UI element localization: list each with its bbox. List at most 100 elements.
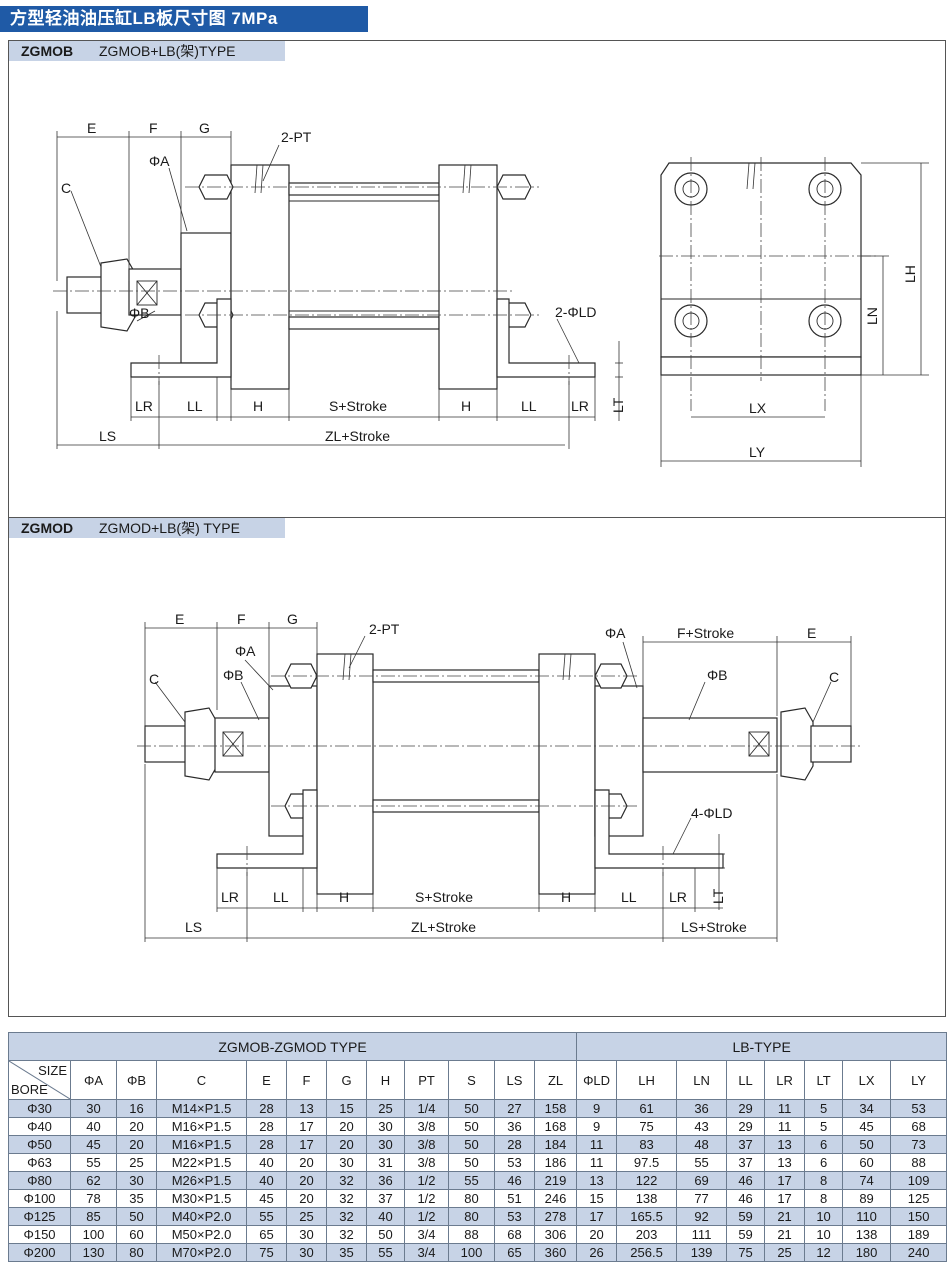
label-phi-a: ΦA <box>149 153 170 169</box>
label-phi-ld: 2-ΦLD <box>555 304 597 320</box>
label-g-left: G <box>287 611 298 627</box>
table-cell: 80 <box>448 1189 495 1208</box>
table-cell: 50 <box>448 1099 495 1118</box>
table-cell: 45 <box>70 1135 117 1154</box>
table-cell: M22×P1.5 <box>156 1153 247 1172</box>
table-cell: 15 <box>576 1189 618 1208</box>
table-cell: 1/2 <box>404 1189 449 1208</box>
col-header: ΦA <box>70 1060 117 1100</box>
bore-cell: Φ200 <box>8 1243 71 1262</box>
left-piston-rod <box>214 717 270 773</box>
table-cell: 11 <box>576 1153 618 1172</box>
table-cell: 13 <box>286 1099 327 1118</box>
group-header-zgmob-zgmod: ZGMOB-ZGMOD TYPE <box>7 1032 578 1061</box>
table-cell: M16×P1.5 <box>156 1135 247 1154</box>
table-cell: 75 <box>246 1243 287 1262</box>
table-cell: 12 <box>804 1243 844 1262</box>
table-cell: 25 <box>286 1207 327 1226</box>
col-header: E <box>246 1060 287 1100</box>
table-cell: 20 <box>286 1171 327 1190</box>
bore-cell: Φ100 <box>8 1189 71 1208</box>
bore-cell: Φ50 <box>8 1135 71 1154</box>
panel-type-label: ZGMOB+LB(架)TYPE <box>99 43 236 59</box>
table-cell: 30 <box>366 1135 405 1154</box>
table-cell: 8 <box>804 1171 844 1190</box>
right-piston-rod <box>642 717 778 773</box>
table-cell: 29 <box>726 1117 766 1136</box>
table-cell: 20 <box>116 1117 157 1136</box>
table-cell: 111 <box>676 1225 728 1244</box>
table-cell: M14×P1.5 <box>156 1099 247 1118</box>
table-cell: 65 <box>246 1225 287 1244</box>
table-cell: 40 <box>70 1117 117 1136</box>
table-cell: 5 <box>804 1117 844 1136</box>
table-cell: 246 <box>533 1189 578 1208</box>
table-cell: 9 <box>576 1117 618 1136</box>
table-cell: 10 <box>804 1225 844 1244</box>
table-cell: 13 <box>576 1171 618 1190</box>
table-cell: 45 <box>246 1189 287 1208</box>
left-rod-nut <box>184 707 218 781</box>
table-cell: 75 <box>616 1117 678 1136</box>
table-cell: 28 <box>246 1135 287 1154</box>
label-ll-right: LL <box>521 398 537 414</box>
label-f-left: F <box>237 611 246 627</box>
col-header: LR <box>764 1060 806 1100</box>
table-cell: 59 <box>726 1225 766 1244</box>
label-c-right: C <box>829 669 839 685</box>
table-cell: 26 <box>576 1243 618 1262</box>
table-cell: 46 <box>726 1189 766 1208</box>
table-cell: 92 <box>676 1207 728 1226</box>
table-cell: 21 <box>764 1207 806 1226</box>
table-cell: 17 <box>286 1135 327 1154</box>
table-cell: 80 <box>448 1207 495 1226</box>
table-cell: 74 <box>842 1171 892 1190</box>
table-cell: 165.5 <box>616 1207 678 1226</box>
table-cell: 46 <box>726 1171 766 1190</box>
table-cell: 1/4 <box>404 1099 449 1118</box>
label-phi-b: ΦB <box>129 305 150 321</box>
table-cell: 306 <box>533 1225 578 1244</box>
table-cell: 278 <box>533 1207 578 1226</box>
table-cell: M50×P2.0 <box>156 1225 247 1244</box>
table-cell: 184 <box>533 1135 578 1154</box>
label-lh: LH <box>902 265 918 283</box>
right-rod-nut <box>780 707 814 781</box>
table-cell: 53 <box>494 1153 535 1172</box>
label-h-right: H <box>561 889 571 905</box>
table-cell: 40 <box>246 1171 287 1190</box>
table-cell: 77 <box>676 1189 728 1208</box>
table-cell: 150 <box>890 1207 948 1226</box>
label-ll-left: LL <box>273 889 289 905</box>
table-cell: 3/4 <box>404 1225 449 1244</box>
table-cell: 89 <box>842 1189 892 1208</box>
table-cell: M16×P1.5 <box>156 1117 247 1136</box>
table-cell: 240 <box>890 1243 948 1262</box>
table-cell: 46 <box>494 1171 535 1190</box>
label-zl-stroke: ZL+Stroke <box>325 428 390 444</box>
head-cover <box>230 164 290 390</box>
table-cell: 51 <box>494 1189 535 1208</box>
bore-cell: Φ63 <box>8 1153 71 1172</box>
table-cell: 83 <box>616 1135 678 1154</box>
table-cell: M30×P1.5 <box>156 1189 247 1208</box>
table-cell: 32 <box>326 1207 367 1226</box>
table-cell: 5 <box>804 1099 844 1118</box>
table-cell: 30 <box>326 1153 367 1172</box>
table-cell: 9 <box>576 1099 618 1118</box>
table-cell: 8 <box>804 1189 844 1208</box>
table-cell: 138 <box>842 1225 892 1244</box>
label-e-right: E <box>807 625 816 641</box>
zgmod-technical-drawing: E F G 2-PT ΦA C ΦB ΦA F+Stroke E ΦB C 4-… <box>137 611 861 942</box>
rod-nut <box>100 258 136 332</box>
label-f-stroke: F+Stroke <box>677 625 734 641</box>
panel-type-label: ZGMOD+LB(架) TYPE <box>99 520 240 536</box>
table-cell: 29 <box>726 1099 766 1118</box>
table-cell: 69 <box>676 1171 728 1190</box>
table-cell: 25 <box>116 1153 157 1172</box>
label-lr-left: LR <box>221 889 239 905</box>
